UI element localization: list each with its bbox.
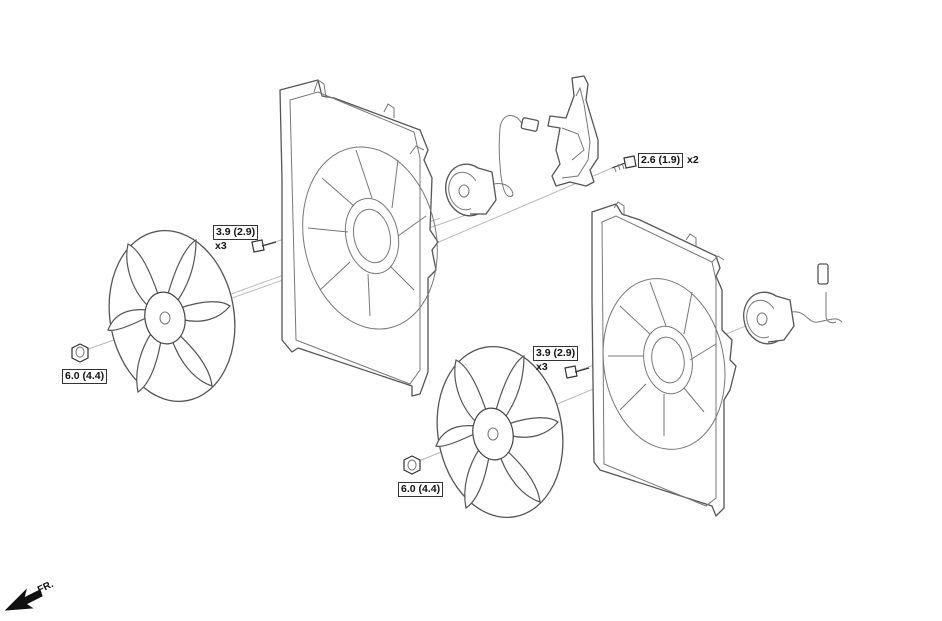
torque-label-nut-left-fan: 6.0 (4.4) — [62, 369, 108, 384]
left-fan-shroud — [279, 79, 439, 397]
right-fan-shroud — [591, 201, 737, 517]
torque-label-bolt-upper-right: 2.6 (1.9) — [638, 153, 684, 168]
nut-left-fan — [71, 343, 89, 363]
wire-bracket — [547, 75, 599, 187]
torque-label-bolt-right-shroud: 3.9 (2.9) — [533, 346, 579, 361]
torque-label-bolt-left-shroud: 3.9 (2.9) — [213, 225, 259, 240]
left-fan-blades — [107, 238, 231, 393]
bolt-upper-right — [611, 155, 637, 173]
right-fan-motor — [743, 263, 843, 345]
bolt-left-shroud — [251, 239, 277, 253]
nut-right-fan — [403, 455, 421, 475]
left-fan — [107, 229, 236, 403]
bolt-right-shroud — [564, 365, 590, 379]
qty-label-bolt-upper-right: x2 — [687, 154, 699, 166]
left-fan-motor — [445, 115, 540, 217]
right-fan — [435, 345, 564, 519]
qty-label-bolt-left-shroud: x3 — [215, 240, 227, 252]
torque-label-nut-right-fan: 6.0 (4.4) — [398, 482, 444, 497]
qty-label-bolt-right-shroud: x3 — [536, 361, 548, 373]
right-fan-blades — [435, 354, 559, 509]
front-arrow-icon — [4, 588, 43, 611]
